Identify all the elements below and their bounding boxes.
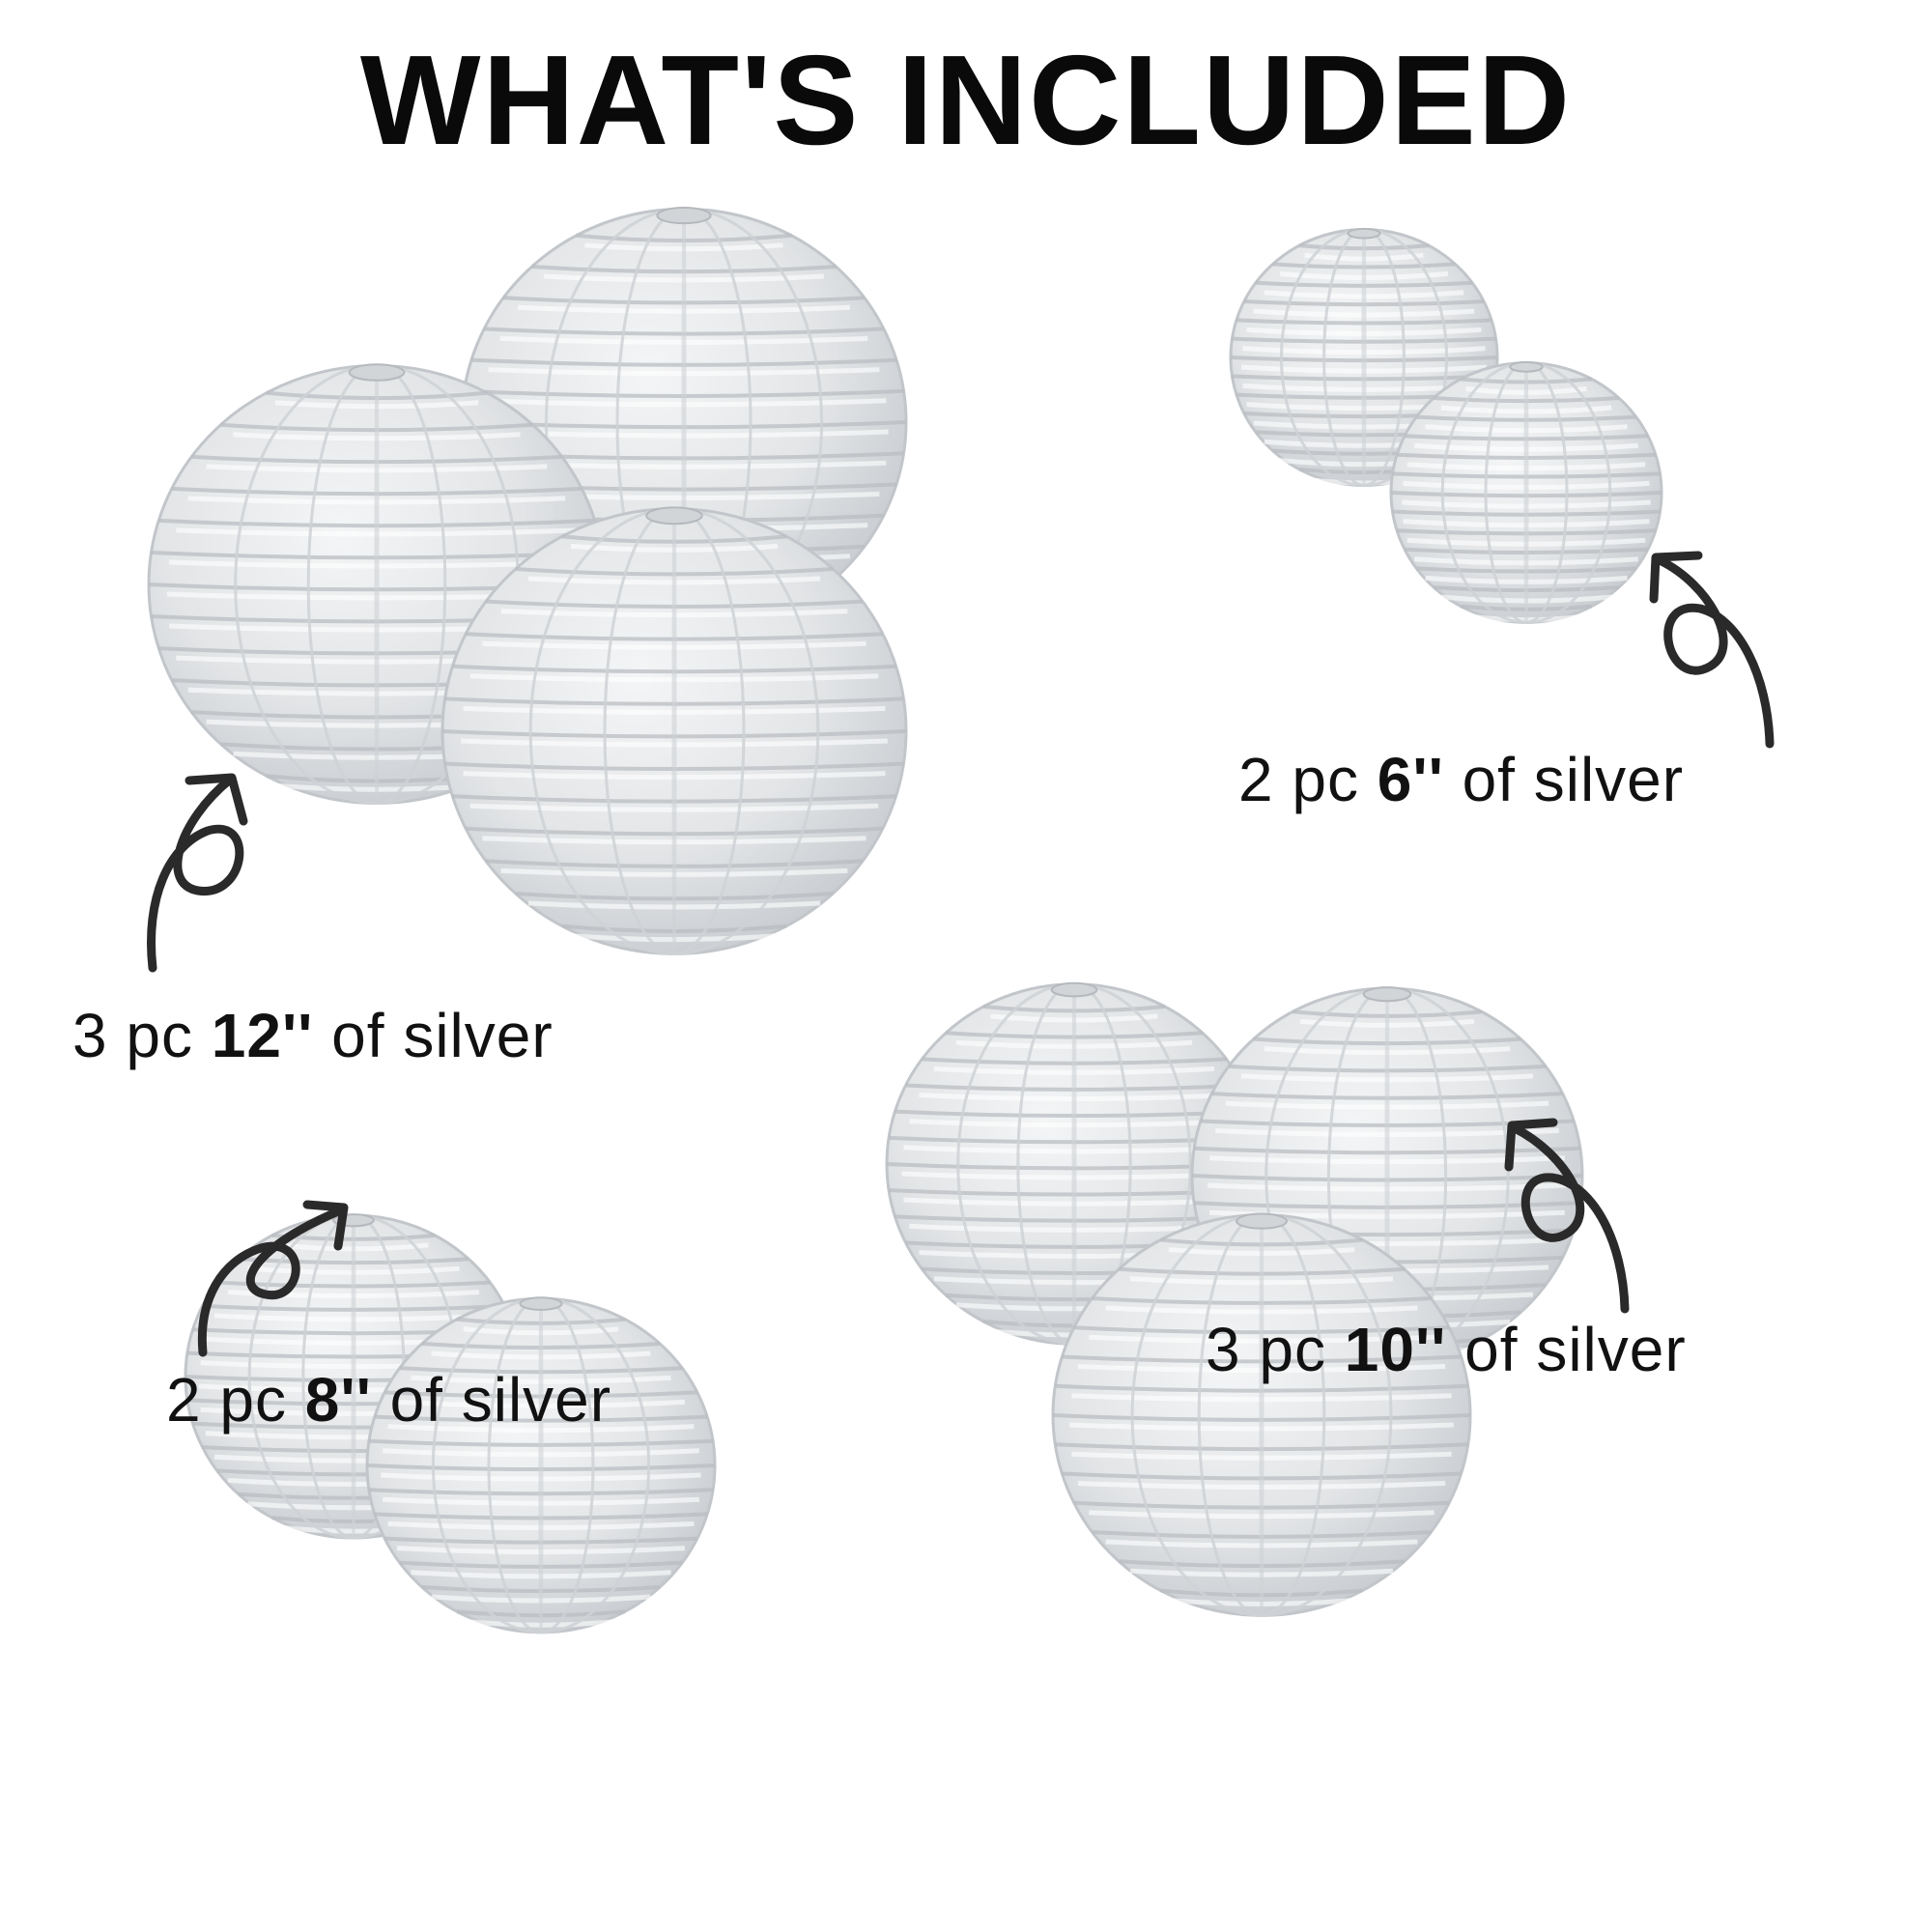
- lantern-12in-front: [440, 506, 908, 955]
- label-10in: 3 pc 10'' of silver: [1206, 1315, 1687, 1384]
- page-title: WHAT'S INCLUDED: [359, 29, 1573, 171]
- label-8in: 2 pc 8'' of silver: [166, 1365, 612, 1435]
- curly-arrow-icon-6in: [1649, 551, 1775, 749]
- label-12in: 3 pc 12'' of silver: [72, 1001, 554, 1070]
- lantern-6in-front: [1389, 360, 1663, 624]
- label-6in: 2 pc 6'' of silver: [1238, 745, 1685, 814]
- lantern-10in-front: [1051, 1212, 1472, 1617]
- curly-arrow-icon-8in: [197, 1200, 349, 1357]
- curly-arrow-icon-12in: [147, 773, 248, 973]
- lantern-8in-front: [365, 1296, 717, 1634]
- curly-arrow-icon-10in: [1504, 1118, 1630, 1314]
